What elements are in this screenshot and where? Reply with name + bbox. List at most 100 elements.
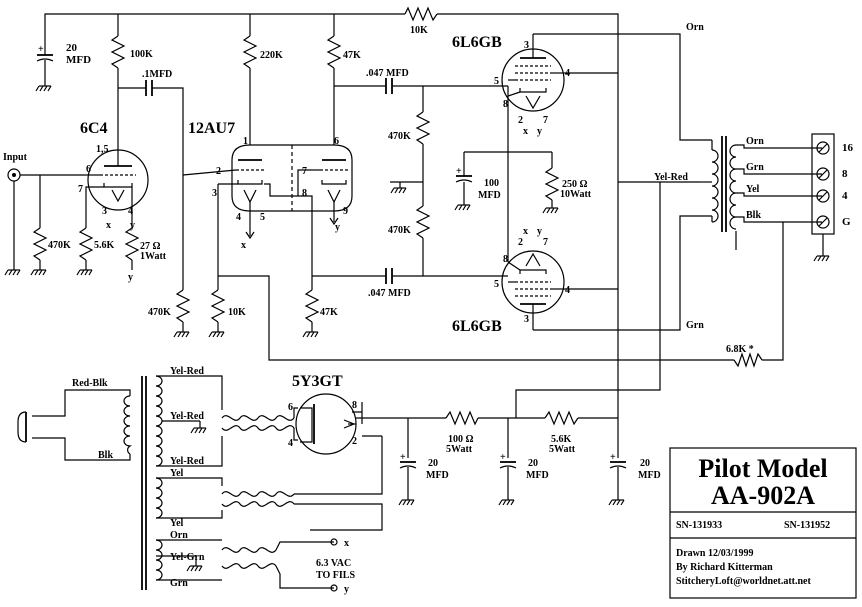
- svg-text:20: 20: [428, 458, 438, 469]
- svg-text:6.3 VAC: 6.3 VAC: [316, 558, 351, 569]
- svg-text:x: x: [523, 226, 528, 237]
- svg-text:10K: 10K: [410, 25, 428, 36]
- svg-text:y: y: [344, 584, 349, 595]
- svg-text:8: 8: [302, 188, 307, 199]
- capacitor-0-1mfd: .1MFD: [118, 69, 184, 290]
- svg-text:.1MFD: .1MFD: [142, 69, 172, 80]
- svg-text:470K: 470K: [48, 240, 71, 251]
- svg-text:1Watt: 1Watt: [140, 251, 167, 262]
- svg-text:2: 2: [518, 115, 523, 126]
- filter-chain: 100 Ω 5Watt 5.6K 5Watt + 20 MFD + 20 MFD…: [398, 182, 661, 506]
- svg-text:7: 7: [78, 184, 83, 195]
- svg-text:y: y: [537, 126, 542, 137]
- resistor-10k-rail: 10K: [404, 6, 438, 36]
- svg-text:6: 6: [334, 136, 339, 147]
- feedback-resistor: 6.8K *: [218, 222, 784, 368]
- twisted-leads: x y 6.3 VAC TO FILS: [221, 407, 383, 595]
- svg-text:2: 2: [518, 237, 523, 248]
- drawn-by: By Richard Kitterman: [676, 562, 773, 573]
- svg-text:6L6GB: 6L6GB: [452, 318, 502, 335]
- svg-text:6L6GB: 6L6GB: [452, 34, 502, 51]
- tube-6c4: 1,5 6 7 3 4 x y 6C4: [78, 120, 149, 231]
- svg-text:Input: Input: [3, 152, 28, 163]
- svg-text:470K: 470K: [388, 225, 411, 236]
- svg-text:Yel-Red: Yel-Red: [654, 172, 688, 183]
- 12au7-grid-wiring: 470K 10K 47K: [148, 169, 339, 338]
- svg-text:8: 8: [842, 168, 848, 180]
- svg-text:1,5: 1,5: [96, 144, 109, 155]
- svg-text:MFD: MFD: [638, 470, 661, 481]
- svg-text:Yel-Red: Yel-Red: [170, 366, 204, 377]
- serial-2: SN-131952: [784, 520, 830, 531]
- svg-text:7: 7: [543, 237, 548, 248]
- svg-text:5.6K: 5.6K: [551, 434, 572, 445]
- svg-text:8: 8: [352, 400, 357, 411]
- svg-text:3: 3: [524, 314, 529, 325]
- output-transformer: Yel-Red: [618, 136, 737, 232]
- svg-text:2: 2: [352, 436, 357, 447]
- svg-text:250 Ω: 250 Ω: [562, 179, 588, 190]
- svg-text:4: 4: [565, 285, 570, 296]
- speaker-taps-wiring: Orn Grn Yel Blk: [735, 136, 822, 250]
- svg-text:10K: 10K: [228, 307, 246, 318]
- svg-text:7: 7: [543, 115, 548, 126]
- svg-text:.047 MFD: .047 MFD: [368, 288, 411, 299]
- svg-text:4: 4: [128, 206, 133, 217]
- svg-text:1: 1: [243, 136, 248, 147]
- svg-text:470K: 470K: [388, 131, 411, 142]
- svg-text:+: +: [400, 452, 406, 463]
- svg-text:Yel: Yel: [746, 184, 760, 195]
- svg-text:Orn: Orn: [170, 530, 188, 541]
- svg-text:100 Ω: 100 Ω: [448, 434, 474, 445]
- svg-text:6C4: 6C4: [80, 120, 108, 137]
- svg-text:y: y: [537, 226, 542, 237]
- svg-text:6: 6: [86, 164, 91, 175]
- svg-text:4: 4: [842, 190, 848, 202]
- author-email: StitcheryLoft@worldnet.att.net: [676, 576, 811, 587]
- svg-text:100K: 100K: [130, 49, 153, 60]
- svg-text:Orn: Orn: [746, 136, 764, 147]
- tube-5y3gt: 6 4 8 2 5Y3GT: [288, 373, 363, 455]
- svg-text:G: G: [842, 216, 851, 228]
- svg-text:.047 MFD: .047 MFD: [366, 68, 409, 79]
- svg-text:8: 8: [503, 99, 508, 110]
- svg-text:10Watt: 10Watt: [560, 189, 592, 200]
- tube-12au7: 1 2 3 4 5 6 7 8 9 x y 12AU7: [188, 120, 353, 251]
- capacitor-047-top: .047 MFD: [334, 68, 508, 94]
- cathode-resistors-6c4: 5.6K 27 Ω 1Watt y: [76, 186, 167, 283]
- svg-text:Blk: Blk: [746, 210, 761, 221]
- svg-text:x: x: [523, 126, 528, 137]
- svg-text:5Y3GT: 5Y3GT: [292, 373, 343, 390]
- svg-text:5Watt: 5Watt: [549, 444, 576, 455]
- svg-text:+: +: [610, 452, 616, 463]
- svg-text:3: 3: [102, 206, 107, 217]
- svg-text:Yel-Red: Yel-Red: [170, 456, 204, 467]
- svg-text:Red-Blk: Red-Blk: [72, 378, 108, 389]
- svg-text:16: 16: [842, 142, 854, 154]
- svg-text:y: y: [335, 222, 340, 233]
- svg-text:9: 9: [343, 206, 348, 217]
- capacitor-047-bottom: .047 MFD: [312, 268, 508, 299]
- svg-text:5Watt: 5Watt: [446, 444, 473, 455]
- resistor-100k: 100K: [110, 35, 153, 150]
- svg-text:MFD: MFD: [478, 190, 501, 201]
- svg-text:470K: 470K: [148, 307, 171, 318]
- svg-text:20: 20: [528, 458, 538, 469]
- svg-text:Grn: Grn: [746, 162, 764, 173]
- svg-text:4: 4: [236, 212, 241, 223]
- svg-text:5.6K: 5.6K: [94, 240, 115, 251]
- svg-text:220K: 220K: [260, 50, 283, 61]
- svg-text:Orn: Orn: [686, 22, 704, 33]
- b-plus-rail: [44, 13, 619, 418]
- svg-text:12AU7: 12AU7: [188, 120, 235, 137]
- svg-text:5: 5: [494, 76, 499, 87]
- speaker-terminal-strip: 16 8 4 G: [811, 133, 854, 262]
- power-transformer: Red-Blk Blk Yel-Red Yel-Red Yel-Red Yel …: [17, 366, 223, 590]
- svg-text:47K: 47K: [320, 307, 338, 318]
- svg-text:3: 3: [524, 40, 529, 51]
- tube-6l6gb-bottom: 8 5 4 3 2 7 x y 6L6GB: [452, 226, 570, 335]
- input-jack: Input: [3, 152, 85, 276]
- svg-text:x: x: [344, 538, 349, 549]
- svg-text:7: 7: [302, 166, 307, 177]
